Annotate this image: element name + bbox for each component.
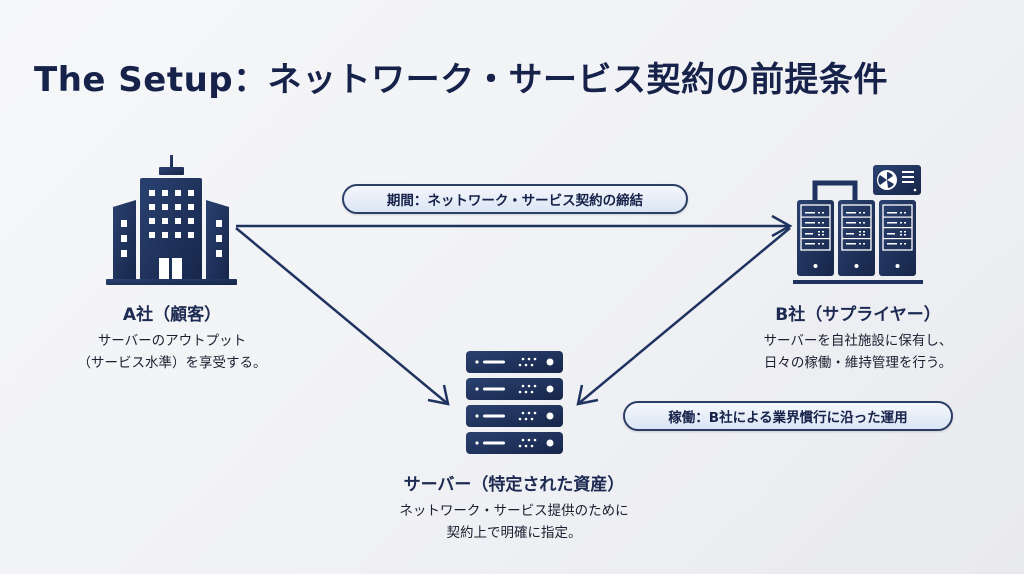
edge-label-operation: 稼働：B社による業界慣行に沿った運用 xyxy=(623,401,953,431)
edge-customer-server xyxy=(235,227,450,406)
desc-line: サーバーのアウトプット xyxy=(97,333,247,349)
arrowhead-icon xyxy=(576,384,599,406)
arrowhead-icon xyxy=(771,214,793,238)
page-title: The Setup：ネットワーク・サービス契約の前提条件 xyxy=(34,60,888,100)
desc-line: 日々の稼働・維持管理を行う。 xyxy=(763,355,953,371)
node-customer-desc: サーバーのアウトプット （サービス水準）を享受する。 xyxy=(52,330,292,374)
node-server-desc: ネットワーク・サービス提供のために 契約上で明確に指定。 xyxy=(364,500,664,544)
server-stack-icon xyxy=(466,351,563,454)
desc-line: 契約上で明確に指定。 xyxy=(446,525,582,541)
node-supplier-desc: サーバーを自社施設に保有し、 日々の稼働・維持管理を行う。 xyxy=(728,330,988,374)
arrowhead-icon xyxy=(427,384,450,406)
desc-line: ネットワーク・サービス提供のために xyxy=(399,503,629,519)
office-building-icon xyxy=(106,155,237,285)
edge-customer-supplier xyxy=(236,214,793,238)
edge-supplier-server xyxy=(576,227,791,406)
edge-label-contract-period: 期間：ネットワーク・サービス契約の締結 xyxy=(342,184,688,214)
desc-line: サーバーを自社施設に保有し、 xyxy=(763,333,953,349)
node-supplier-label: B社（サプライヤー） xyxy=(775,305,941,325)
node-server-label: サーバー（特定された資産） xyxy=(403,475,625,495)
node-customer-label: A社（顧客） xyxy=(122,305,222,325)
server-racks-with-cooling-icon xyxy=(793,165,923,284)
desc-line: （サービス水準）を享受する。 xyxy=(77,355,267,371)
